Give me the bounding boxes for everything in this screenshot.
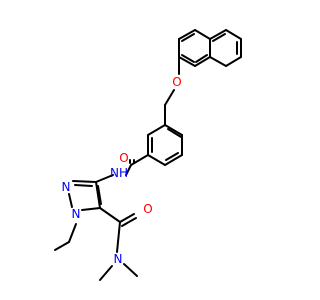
atom-label-amide-nh: NH [110,166,128,180]
bond [194,29,211,40]
bond [119,213,135,223]
bond [99,265,113,281]
bond [74,184,93,187]
bond [178,56,196,67]
bond [164,124,183,136]
bond [97,185,102,205]
bond [147,124,166,136]
bond [81,207,101,211]
bond [212,33,226,42]
atom-label-carboxamide-oxygen: O [143,202,152,216]
bond [116,221,121,253]
bond [225,56,242,67]
atom-label-dimethylamide-nitrogen: N [114,252,123,266]
bond [68,223,77,243]
bond [125,164,132,176]
bond [99,207,121,223]
atom-label-pyrazole-n2: N [62,180,71,194]
bond [178,29,196,40]
molecule-structure-diagram: O O NH N N O N [54,29,242,281]
bond [164,154,183,166]
bond [209,56,227,67]
bonds [54,29,242,281]
atom-label-amide-oxygen: O [119,151,128,165]
bond [164,89,175,106]
bond [181,54,195,63]
bond [54,241,70,251]
atom-label-pyrazole-n1: N [72,207,81,221]
bond [225,29,242,40]
bond [123,263,138,277]
bond [195,54,208,63]
bond [165,152,179,161]
bond [95,181,101,209]
bond [147,154,166,166]
bond [72,180,97,183]
atom-labels: O O NH N N O N [62,75,182,266]
bond [95,174,114,183]
atom-label-ether-oxygen: O [172,75,181,89]
bond [167,128,182,138]
bond [121,217,137,227]
bond [68,193,73,208]
bond [194,56,211,67]
bond [181,33,195,42]
bond [209,29,227,40]
